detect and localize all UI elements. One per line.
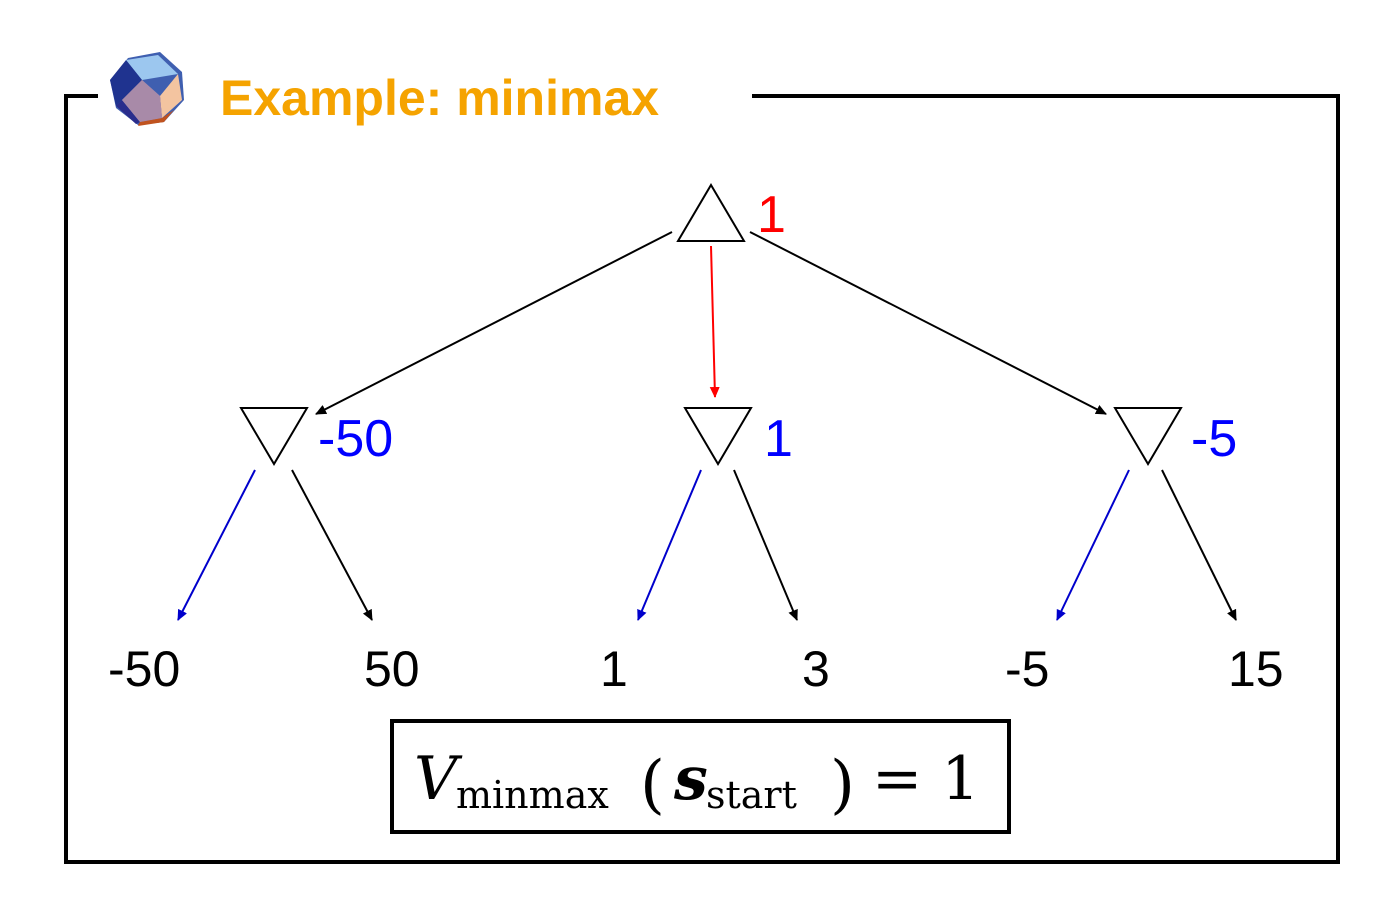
formula-rhs: = 1 [872, 744, 980, 814]
page-title: Example: minimax [220, 70, 659, 126]
leaf-3: 1 [600, 641, 628, 697]
formula-lhs: V [414, 744, 463, 814]
formula-arg-subscript: start [706, 773, 797, 817]
edge-min1-to-leaf-2 [291, 469, 373, 621]
leaf-5: -5 [1005, 641, 1049, 697]
max-node-root [676, 183, 746, 242]
example-frame [64, 94, 1340, 864]
edge-min3-to-leaf-1 [1056, 469, 1130, 621]
min-node-2-value: 1 [764, 410, 793, 468]
formula-box [390, 719, 1011, 834]
edge-min1-to-leaf-1 [177, 469, 256, 621]
min-node-3-value: -5 [1191, 410, 1237, 468]
dodecahedron-icon [110, 52, 184, 126]
min-node-3 [1113, 407, 1183, 466]
leaf-4: 3 [802, 641, 830, 697]
edge-root-to-min-2 [709, 245, 720, 398]
leaf-6: 15 [1228, 641, 1284, 697]
leaf-1: -50 [108, 641, 180, 697]
formula-close-paren: ) [830, 748, 855, 822]
formula-arg: s [673, 744, 708, 814]
edge-min2-to-leaf-1 [637, 469, 702, 621]
min-node-1 [239, 407, 309, 466]
root-value: 1 [757, 186, 786, 244]
min-node-2 [683, 407, 753, 466]
minimax-formula: V minmax ( s start ) = 1 [414, 744, 980, 822]
min-node-1-value: -50 [318, 410, 393, 468]
formula-subscript: minmax [456, 773, 609, 817]
edge-root-to-min-3 [749, 231, 1107, 415]
edge-root-to-min-1 [315, 231, 673, 415]
leaf-2: 50 [364, 641, 420, 697]
formula-open-paren: ( [640, 748, 665, 822]
edge-min2-to-leaf-2 [733, 469, 798, 621]
edge-min3-to-leaf-2 [1161, 469, 1237, 621]
